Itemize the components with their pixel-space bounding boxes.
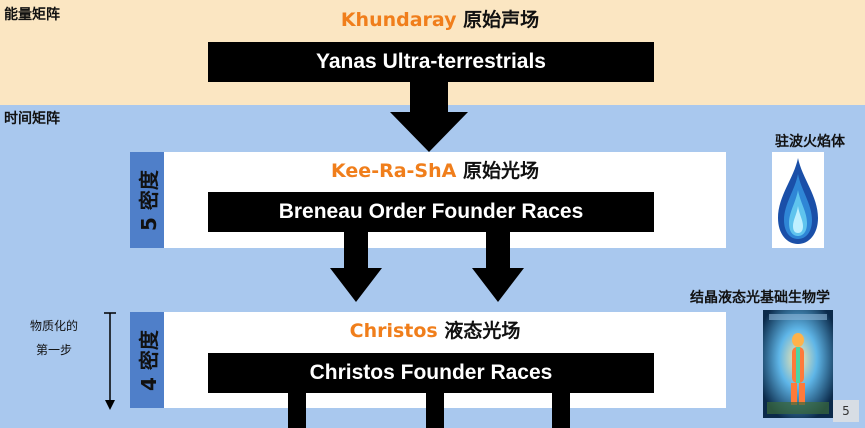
arrow-down-1	[390, 82, 468, 152]
page-number: 5	[833, 400, 859, 422]
arrow-down-5	[426, 393, 444, 428]
khundaray-title-accent: Khundaray	[340, 9, 457, 31]
density-5-tab: 5 密度	[130, 152, 164, 248]
flame-image	[772, 152, 824, 248]
kee-ra-sha-title: Kee-Ra-ShA 原始光场	[300, 156, 570, 183]
kee-ra-sha-title-accent: Kee-Ra-ShA	[331, 160, 457, 182]
energy-matrix-label: 能量矩阵	[4, 7, 60, 23]
christos-title-accent: Christos	[349, 320, 438, 342]
breneau-bar: Breneau Order Founder Races	[208, 192, 654, 232]
christos-title: Christos 液态光场	[330, 316, 540, 343]
materialization-note-line2: 第一步	[35, 343, 72, 357]
crystal-biology-image	[763, 310, 833, 418]
khundaray-title-rest: 原始声场	[456, 9, 540, 31]
arrow-down-4	[288, 393, 306, 428]
yanas-bar: Yanas Ultra-terrestrials	[208, 42, 654, 82]
arrow-down-6	[552, 393, 570, 428]
arrow-down-2	[330, 232, 382, 302]
khundaray-title: Khundaray 原始声场	[320, 5, 560, 32]
density-4-tab: 4 密度	[130, 312, 164, 408]
kee-ra-sha-title-rest: 原始光场	[456, 160, 539, 182]
crystal-figure-icon	[763, 310, 833, 418]
materialization-note: 物质化的 第一步	[14, 314, 94, 362]
time-matrix-label: 时间矩阵	[4, 111, 60, 127]
crystal-biology-label: 结晶液态光基础生物学	[690, 290, 830, 306]
flame-icon	[778, 158, 818, 244]
flame-body-label: 驻波火焰体	[775, 134, 845, 150]
materialization-note-line1: 物质化的	[29, 319, 78, 333]
christos-title-rest: 液态光场	[437, 320, 521, 342]
side-arrow-down	[104, 312, 116, 410]
arrow-down-3	[472, 232, 524, 302]
christos-bar: Christos Founder Races	[208, 353, 654, 393]
